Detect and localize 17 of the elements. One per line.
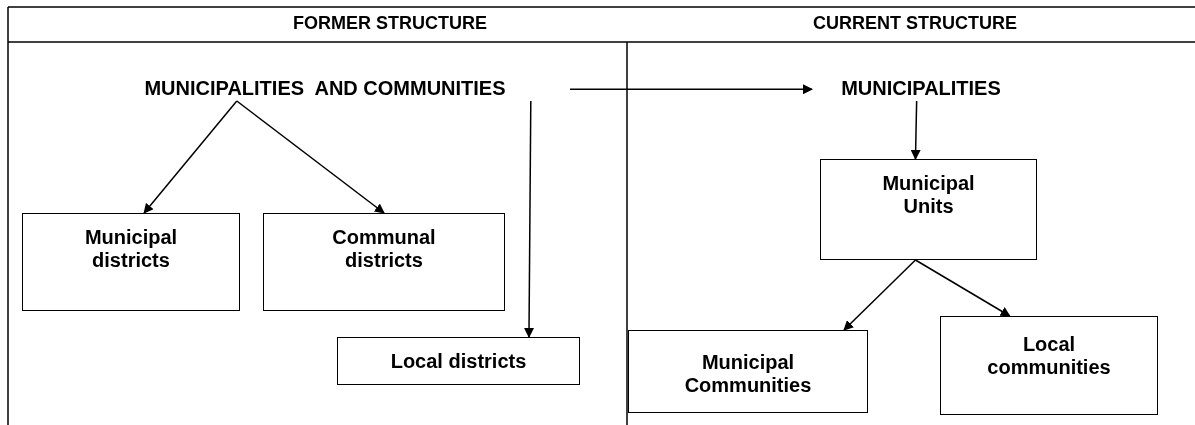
arrow — [843, 259, 917, 331]
arrow — [569, 84, 813, 95]
unit-box: Municipal Units — [820, 159, 1037, 260]
column-header: FORMER STRUCTURE — [292, 13, 488, 34]
arrow — [236, 100, 385, 214]
column-header: CURRENT STRUCTURE — [812, 13, 1018, 34]
unit-box: Communal districts — [263, 213, 505, 311]
arrow — [914, 259, 1011, 317]
heading-text: MUNICIPALITIES AND COMMUNITIES — [80, 75, 570, 101]
heading-text: MUNICIPALITIES — [812, 75, 1030, 101]
unit-box: Local districts — [337, 337, 580, 385]
unit-box: Local communities — [940, 316, 1158, 415]
arrow — [524, 100, 535, 338]
arrow — [910, 100, 921, 160]
arrow — [143, 100, 238, 214]
unit-box: Municipal districts — [22, 213, 240, 311]
unit-box: Municipal Communities — [628, 330, 868, 413]
